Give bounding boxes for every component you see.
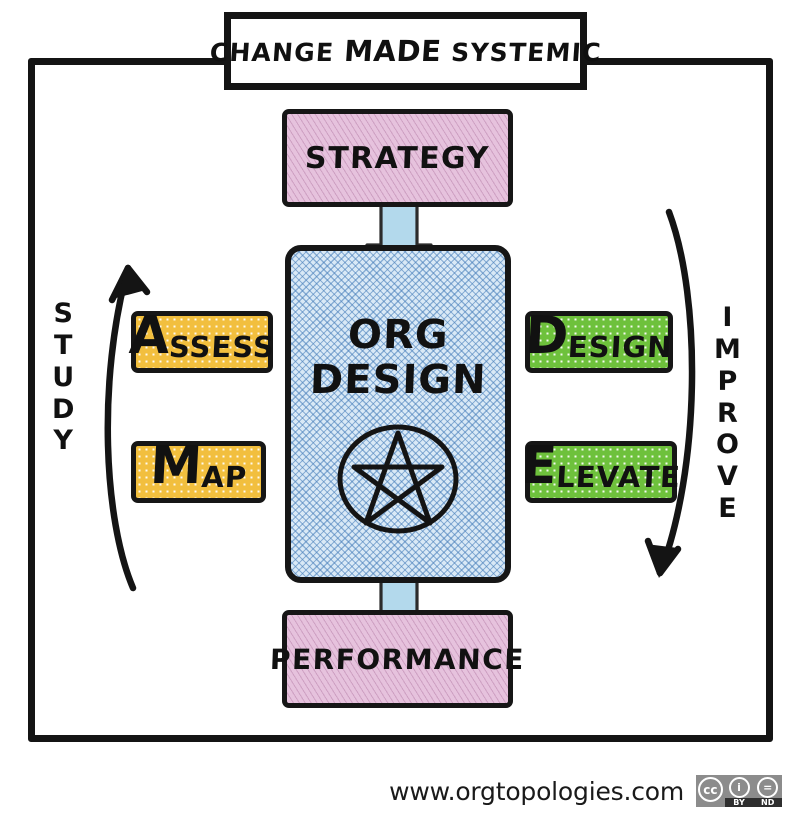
node-org-design-line-2: DESIGN: [308, 356, 488, 403]
node-org-design-line-1: ORG: [346, 312, 450, 358]
title-part-1: CHANGE: [208, 38, 345, 67]
node-design[interactable]: DESIGN: [524, 306, 674, 373]
improve-letter: P: [717, 365, 738, 397]
pentagram-star-icon: [334, 421, 462, 541]
node-performance-label: PERFORMANCE: [269, 642, 526, 676]
page-title: CHANGE MADE SYSTEMIC: [208, 34, 603, 68]
footer: www.orgtopologies.com cc i BY = ND: [0, 766, 800, 816]
node-map-label: MAP: [149, 436, 249, 496]
node-strategy-label: STRATEGY: [304, 140, 491, 176]
study-letter: D: [52, 393, 75, 425]
node-design-rest: ESIGN: [567, 330, 674, 364]
improve-letter: V: [716, 461, 738, 493]
cc-by-icon: i BY: [724, 775, 754, 807]
node-map[interactable]: MAP: [131, 436, 266, 503]
study-letter: U: [52, 361, 75, 393]
node-map-rest: AP: [200, 460, 248, 494]
node-org-design[interactable]: ORG DESIGN: [285, 245, 511, 583]
person-icon: i: [728, 777, 750, 798]
website-url[interactable]: www.orgtopologies.com: [389, 776, 684, 806]
cc-by-label: BY: [724, 798, 754, 807]
node-assess[interactable]: ASSESS: [128, 306, 276, 373]
node-assess-rest: SSESS: [168, 330, 276, 364]
improve-letter: M: [714, 333, 741, 365]
node-map-initial: M: [148, 436, 204, 496]
cc-nd-label: ND: [753, 798, 783, 807]
improve-letter: I: [722, 302, 733, 333]
title-banner: CHANGE MADE SYSTEMIC: [209, 12, 602, 90]
title-part-3: SYSTEMIC: [439, 38, 603, 67]
improve-letter: E: [718, 493, 737, 525]
node-design-label: DESIGN: [524, 306, 674, 366]
study-letter: Y: [53, 425, 73, 457]
improve-letter: R: [717, 397, 738, 429]
cc-circle-glyph: cc: [697, 777, 723, 802]
equals-icon: =: [757, 777, 779, 798]
node-elevate-label: ELEVATE: [520, 436, 682, 496]
node-elevate-rest: LEVATE: [555, 460, 682, 494]
cc-logo-icon: cc: [696, 775, 725, 807]
study-letter: T: [54, 329, 73, 361]
cc-nd-icon: = ND: [753, 775, 783, 807]
creative-commons-badge[interactable]: cc i BY = ND: [696, 775, 783, 807]
node-assess-initial: A: [127, 306, 172, 366]
node-strategy[interactable]: STRATEGY: [282, 109, 513, 207]
node-performance[interactable]: PERFORMANCE: [270, 610, 525, 708]
title-part-2: MADE: [342, 34, 443, 68]
node-elevate[interactable]: ELEVATE: [520, 436, 682, 503]
label-improve: I M P R O V E: [714, 302, 741, 525]
node-elevate-initial: E: [519, 436, 559, 496]
label-study: S T U D Y: [52, 298, 74, 457]
study-letter: S: [53, 298, 73, 329]
node-design-initial: D: [523, 306, 571, 366]
improve-letter: O: [715, 429, 739, 461]
node-assess-label: ASSESS: [128, 306, 276, 366]
